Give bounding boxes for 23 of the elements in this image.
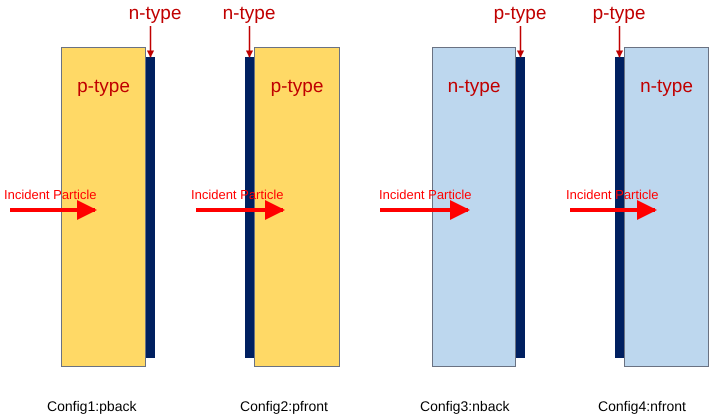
- edge-label: Incident Particle: [379, 186, 472, 204]
- type-label: p-type: [494, 2, 546, 26]
- type-label: n-type: [446, 75, 502, 99]
- leader-arrow: [146, 26, 154, 58]
- leader-arrow: [246, 26, 254, 58]
- junction-layer: [516, 57, 525, 358]
- config-caption: Config1:pback: [47, 397, 137, 416]
- config-caption: Config2:pfront: [240, 397, 328, 416]
- leader-arrow: [516, 26, 524, 58]
- type-label: p-type: [270, 75, 324, 99]
- particle-arrow: [380, 200, 470, 220]
- particle-arrow: [196, 200, 285, 220]
- leader-arrow: [616, 26, 624, 58]
- particle-arrow: [10, 200, 97, 220]
- config-caption: Config4:nfront: [598, 397, 686, 416]
- config-caption: Config3:nback: [420, 397, 510, 416]
- type-label: p-type: [592, 2, 646, 26]
- type-label: n-type: [639, 75, 694, 99]
- type-label: n-type: [128, 2, 182, 26]
- type-label: p-type: [76, 75, 131, 99]
- junction-layer: [146, 57, 155, 358]
- particle-arrow: [570, 200, 657, 220]
- type-label: n-type: [222, 2, 276, 26]
